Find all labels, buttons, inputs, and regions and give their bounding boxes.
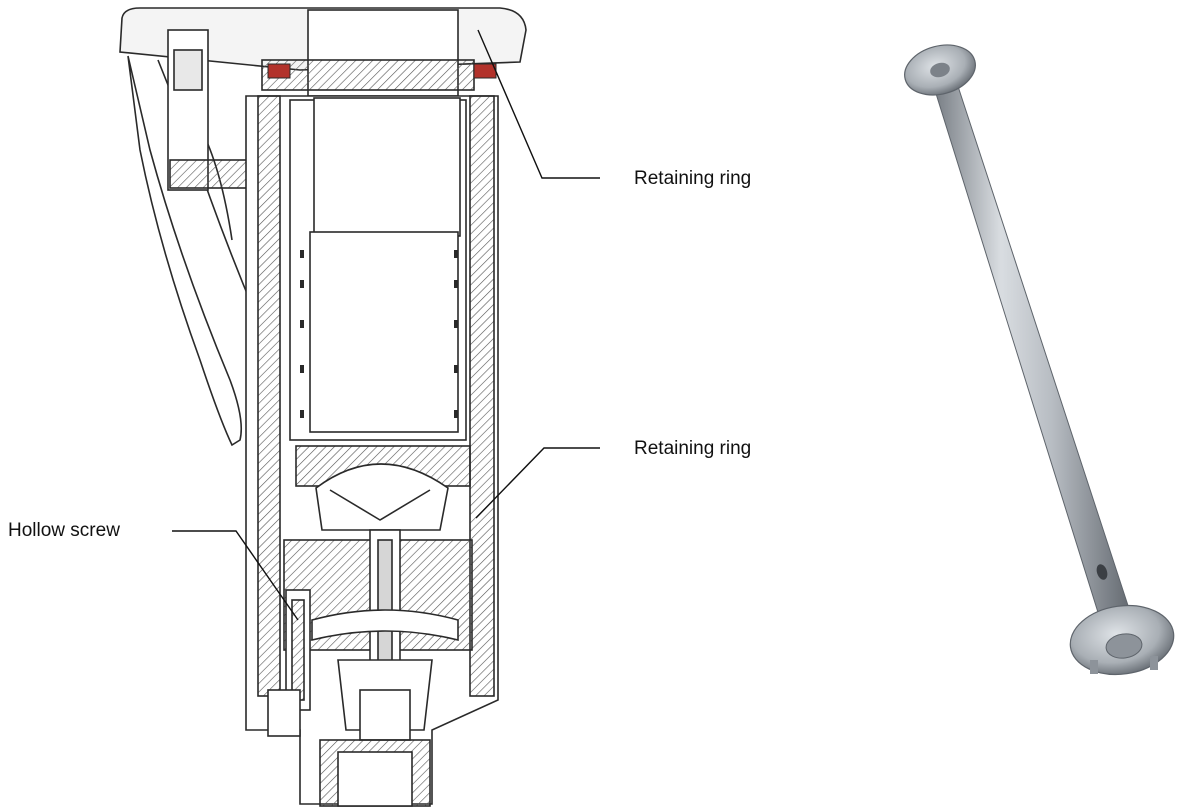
leader-line-retaining-ring-middle xyxy=(475,447,600,519)
tool-body xyxy=(119,7,527,807)
label-hollow-screw: Hollow screw xyxy=(8,520,120,541)
stator-marks xyxy=(300,250,458,418)
label-retaining-ring-top: Retaining ring xyxy=(634,168,752,189)
leader-line-retaining-ring-top xyxy=(477,29,600,179)
retaining-ring-seal-left xyxy=(267,63,291,79)
removal-tool-image xyxy=(904,44,1175,676)
label-retaining-ring-middle: Retaining ring xyxy=(634,438,752,459)
leader-line-hollow-screw xyxy=(172,530,299,621)
retaining-ring-seal-right xyxy=(473,63,497,79)
